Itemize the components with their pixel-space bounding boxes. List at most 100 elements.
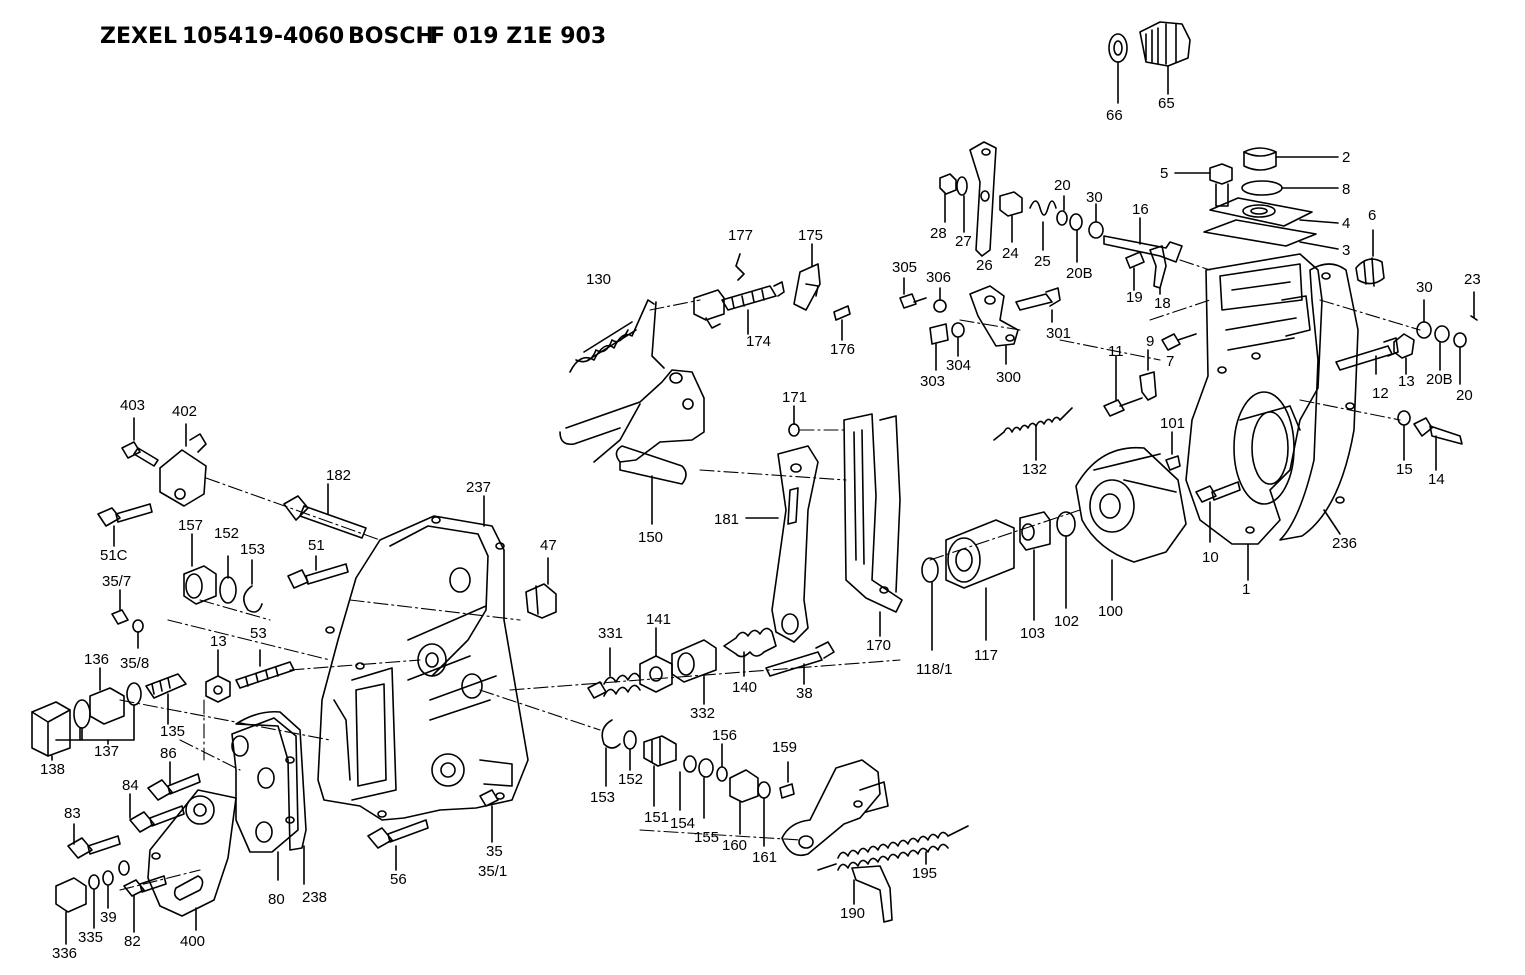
part-label: 331 [598, 625, 624, 642]
part-51-screw [287, 555, 349, 589]
part-label: 132 [1022, 461, 1048, 478]
part-86-screw [147, 761, 201, 801]
part-53-stud [235, 649, 295, 689]
part-56-screw [367, 819, 429, 871]
part-303-spring [929, 323, 949, 371]
part-301-screw [1015, 287, 1061, 323]
part-label: 190 [840, 905, 866, 922]
part-13-nut-left [205, 649, 231, 703]
part-label: 174 [746, 333, 772, 350]
part-24-bush [999, 191, 1023, 243]
part-label: 175 [798, 227, 824, 244]
part-label: 13 [1398, 373, 1415, 390]
part-label: 135 [160, 723, 186, 740]
part-label: 2 [1342, 149, 1351, 166]
part-153-clip-top [243, 559, 263, 613]
part-label: 100 [1098, 603, 1124, 620]
part-80-plate [231, 717, 299, 881]
part-16-shaft [1103, 217, 1183, 263]
part-label: 171 [782, 389, 808, 406]
part-label: 86 [160, 745, 177, 762]
part-label: 47 [540, 537, 557, 554]
part-12-screw [1335, 337, 1399, 375]
part-label: 12 [1372, 385, 1389, 402]
part-66-washer [1108, 33, 1128, 104]
part-118-1-ring [921, 557, 939, 651]
part-39-washer [102, 870, 114, 909]
part-161-washer [757, 781, 771, 847]
part-135-screw [145, 673, 187, 725]
part-label: 303 [920, 373, 946, 390]
part-20b-washer [1069, 213, 1083, 263]
part-label: 306 [926, 269, 952, 286]
brand-bosch: BOSCH [348, 24, 434, 49]
part-label: 25 [1034, 253, 1051, 270]
part-label: 236 [1332, 535, 1358, 552]
part-label: 35 [486, 843, 503, 860]
part-label: 102 [1054, 613, 1080, 630]
part-30-washer-right [1416, 299, 1432, 339]
part-label: 35/1 [478, 863, 508, 880]
part-label: 1 [1242, 581, 1251, 598]
part-label: 28 [930, 225, 947, 242]
part-35-8-washer [132, 619, 144, 649]
part-label: 26 [976, 257, 993, 274]
part-3-gasket [1203, 219, 1339, 250]
part-159-pin [779, 761, 795, 799]
part-335-washer [88, 874, 100, 929]
part-label: 152 [618, 771, 644, 788]
part-151-bush [643, 735, 677, 807]
part-label: 402 [172, 403, 198, 420]
part-25-spring [1029, 200, 1057, 251]
part-181-lever [745, 445, 819, 643]
part-152-oring-lower [623, 730, 637, 771]
part-6-plug [1355, 229, 1385, 287]
part-174-adjuster [693, 281, 785, 335]
part-label: 335 [78, 929, 104, 946]
part-332-sleeve [671, 639, 717, 705]
part-label: 140 [732, 679, 758, 696]
part-label: 9 [1146, 333, 1155, 350]
part-label: 20B [1066, 265, 1093, 282]
part-18-bracket [1149, 245, 1167, 295]
part-138-cap [31, 701, 71, 761]
part-label: 154 [670, 815, 696, 832]
part-label: 137 [94, 743, 120, 760]
part-label: 15 [1396, 461, 1413, 478]
part-label: 195 [912, 865, 938, 882]
part-label: 153 [240, 541, 266, 558]
part-label: 80 [268, 891, 285, 908]
part-9-clip [1139, 349, 1157, 401]
part-15-washer [1397, 410, 1411, 461]
part-26-lever [969, 141, 997, 257]
part-83-screw [67, 823, 121, 859]
part-label: 157 [178, 517, 204, 534]
part-38-screw [765, 641, 835, 685]
part-label: 19 [1126, 289, 1143, 306]
part-402-bracket [159, 423, 207, 507]
part-label: 13 [210, 633, 227, 650]
part-101-pin [1165, 431, 1181, 471]
part-label: 20B [1426, 371, 1453, 388]
part-label: 53 [250, 625, 267, 642]
part-130-spring [569, 299, 665, 373]
part-label: 20 [1456, 387, 1473, 404]
part-195-spring [817, 825, 969, 871]
part-label: 14 [1428, 471, 1445, 488]
part-82-screw [118, 860, 167, 933]
part-label: 35/7 [102, 573, 132, 590]
part-label: 38 [796, 685, 813, 702]
part-label: 18 [1154, 295, 1171, 312]
part-137-washer-b [55, 682, 142, 745]
part-label: 403 [120, 397, 146, 414]
part-label: 10 [1202, 549, 1219, 566]
part-236-gasket [1279, 263, 1359, 541]
part-304-washer [951, 322, 965, 357]
part-238-gasket [235, 710, 307, 885]
part-331-spring [587, 647, 641, 699]
part-label: 4 [1342, 215, 1351, 232]
part-label: 161 [752, 849, 778, 866]
part-label: 170 [866, 637, 892, 654]
part-label: 51C [100, 547, 128, 564]
part-190-bracket [781, 759, 893, 923]
